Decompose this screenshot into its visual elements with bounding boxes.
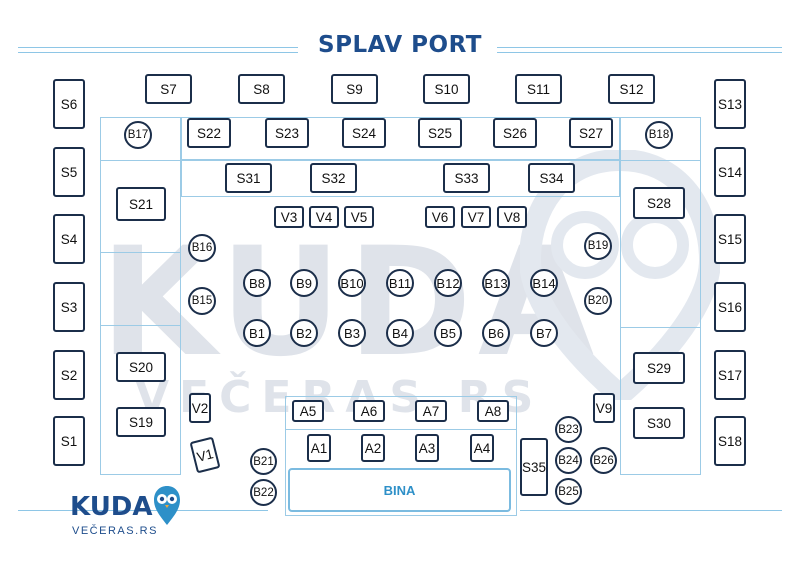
- zone-stage-area: [285, 396, 517, 516]
- table-s30[interactable]: S30: [633, 407, 685, 439]
- bar-b21[interactable]: B21: [250, 448, 277, 475]
- table-v5[interactable]: V5: [344, 206, 374, 228]
- zone-right-divider: [620, 160, 701, 328]
- table-a2[interactable]: A2: [361, 434, 385, 462]
- table-v6[interactable]: V6: [425, 206, 455, 228]
- table-s1[interactable]: S1: [53, 416, 85, 466]
- zone-left-divider-2: [100, 325, 181, 326]
- table-s7[interactable]: S7: [145, 74, 192, 104]
- bar-b12[interactable]: B12: [434, 269, 462, 297]
- table-s3[interactable]: S3: [53, 282, 85, 332]
- bar-b20[interactable]: B20: [584, 287, 612, 315]
- table-s12[interactable]: S12: [608, 74, 655, 104]
- bar-b9[interactable]: B9: [290, 269, 318, 297]
- table-v2[interactable]: V2: [189, 393, 211, 423]
- table-a6[interactable]: A6: [353, 400, 385, 422]
- table-s16[interactable]: S16: [714, 282, 746, 332]
- title-line-left-2: [18, 52, 298, 53]
- table-s20[interactable]: S20: [116, 352, 166, 382]
- bar-b15[interactable]: B15: [188, 287, 216, 315]
- table-s2[interactable]: S2: [53, 350, 85, 400]
- table-s4[interactable]: S4: [53, 214, 85, 264]
- table-s13[interactable]: S13: [714, 79, 746, 129]
- table-s17[interactable]: S17: [714, 350, 746, 400]
- table-s27[interactable]: S27: [569, 118, 613, 148]
- zone-second-row: [181, 160, 620, 197]
- bar-b6[interactable]: B6: [482, 319, 510, 347]
- table-s5[interactable]: S5: [53, 147, 85, 197]
- page-title: SPLAV PORT: [0, 32, 800, 58]
- owl-pin-icon: [154, 486, 180, 525]
- table-s26[interactable]: S26: [493, 118, 537, 148]
- bar-b1[interactable]: B1: [243, 319, 271, 347]
- bar-b18[interactable]: B18: [645, 121, 673, 149]
- zone-right-column: [620, 117, 701, 475]
- table-s8[interactable]: S8: [238, 74, 285, 104]
- logo-domain: VEČERAS.RS: [72, 525, 158, 537]
- table-s34[interactable]: S34: [528, 163, 575, 193]
- zone-top-row: [181, 117, 620, 160]
- bar-b5[interactable]: B5: [434, 319, 462, 347]
- bar-b17[interactable]: B17: [124, 121, 152, 149]
- table-s32[interactable]: S32: [310, 163, 357, 193]
- watermark-kuda: KUDA: [100, 216, 601, 390]
- logo-wordmark: KUDA: [70, 492, 153, 522]
- bar-b25[interactable]: B25: [555, 478, 582, 505]
- table-v7[interactable]: V7: [461, 206, 491, 228]
- table-v4[interactable]: V4: [309, 206, 339, 228]
- bar-b8[interactable]: B8: [243, 269, 271, 297]
- bar-b26[interactable]: B26: [590, 447, 617, 474]
- table-a5[interactable]: A5: [292, 400, 324, 422]
- table-s31[interactable]: S31: [225, 163, 272, 193]
- title-line-left: [18, 47, 298, 48]
- table-s33[interactable]: S33: [443, 163, 490, 193]
- table-s35[interactable]: S35: [520, 438, 548, 496]
- table-v9[interactable]: V9: [593, 393, 615, 423]
- table-v8[interactable]: V8: [497, 206, 527, 228]
- stage: BINA: [288, 468, 511, 512]
- zone-stage-divider: [285, 429, 517, 430]
- title-line-right-2: [497, 52, 782, 53]
- title-line-right: [497, 47, 782, 48]
- zone-left-column: [100, 117, 181, 475]
- table-s23[interactable]: S23: [265, 118, 309, 148]
- bar-b13[interactable]: B13: [482, 269, 510, 297]
- table-a8[interactable]: A8: [477, 400, 509, 422]
- table-s19[interactable]: S19: [116, 407, 166, 437]
- bar-b24[interactable]: B24: [555, 447, 582, 474]
- bar-b10[interactable]: B10: [338, 269, 366, 297]
- bar-b7[interactable]: B7: [530, 319, 558, 347]
- bar-b22[interactable]: B22: [250, 479, 277, 506]
- table-a7[interactable]: A7: [415, 400, 447, 422]
- bar-b3[interactable]: B3: [338, 319, 366, 347]
- table-s24[interactable]: S24: [342, 118, 386, 148]
- table-a4[interactable]: A4: [470, 434, 494, 462]
- table-a1[interactable]: A1: [307, 434, 331, 462]
- table-s22[interactable]: S22: [187, 118, 231, 148]
- table-s14[interactable]: S14: [714, 147, 746, 197]
- bar-b19[interactable]: B19: [584, 232, 612, 260]
- zone-left-divider-1: [100, 160, 181, 253]
- bar-b2[interactable]: B2: [290, 319, 318, 347]
- table-s18[interactable]: S18: [714, 416, 746, 466]
- table-s15[interactable]: S15: [714, 214, 746, 264]
- bar-b14[interactable]: B14: [530, 269, 558, 297]
- table-v3[interactable]: V3: [274, 206, 304, 228]
- table-s10[interactable]: S10: [423, 74, 470, 104]
- table-s29[interactable]: S29: [633, 352, 685, 384]
- bar-b11[interactable]: B11: [386, 269, 414, 297]
- bottom-line-left: [18, 510, 268, 511]
- table-s6[interactable]: S6: [53, 79, 85, 129]
- table-s11[interactable]: S11: [515, 74, 562, 104]
- table-v1[interactable]: V1: [189, 436, 221, 474]
- table-s21[interactable]: S21: [116, 187, 166, 221]
- table-s9[interactable]: S9: [331, 74, 378, 104]
- bottom-line-right: [520, 510, 782, 511]
- bar-b23[interactable]: B23: [555, 416, 582, 443]
- table-a3[interactable]: A3: [415, 434, 439, 462]
- bar-b4[interactable]: B4: [386, 319, 414, 347]
- bar-b16[interactable]: B16: [188, 234, 216, 262]
- table-s25[interactable]: S25: [418, 118, 462, 148]
- table-s28[interactable]: S28: [633, 187, 685, 219]
